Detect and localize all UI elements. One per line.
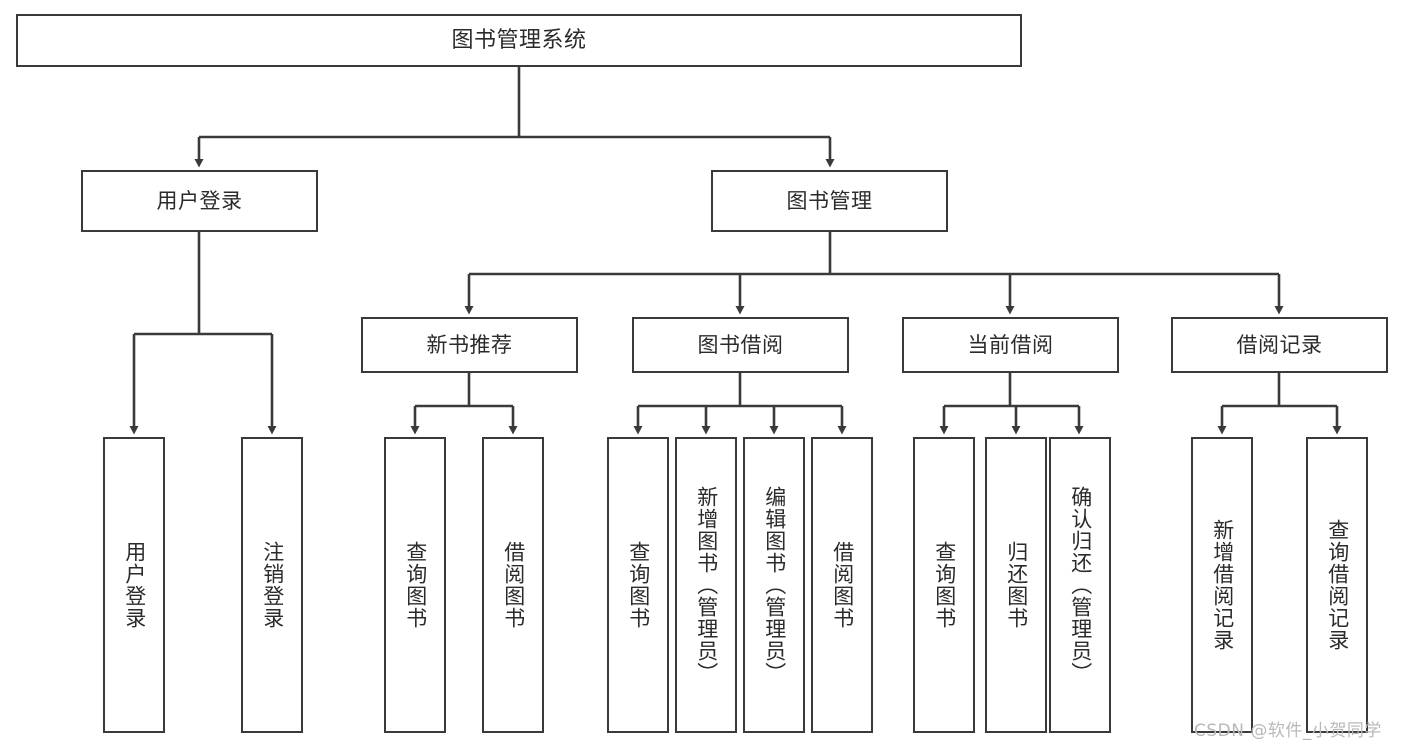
node-label: 借阅记录 (1236, 332, 1323, 357)
node-label: 确认归还（管理员） (1068, 486, 1093, 684)
node-label: 借阅图书 (501, 541, 526, 629)
node-label: 查询图书 (403, 541, 428, 629)
node-label: 查询图书 (932, 541, 957, 629)
leaf-return-book[interactable]: 归还图书 (985, 437, 1047, 733)
node-root-system[interactable]: 图书管理系统 (16, 14, 1022, 67)
node-label: 图书管理 (786, 188, 873, 213)
node-book-management[interactable]: 图书管理 (711, 170, 948, 232)
node-label: 用户登录 (156, 188, 243, 213)
csdn-watermark: CSDN @软件_小贺同学 (1194, 721, 1382, 741)
leaf-user-login[interactable]: 用户登录 (103, 437, 165, 733)
leaf-edit-book[interactable]: 编辑图书（管理员） (743, 437, 805, 733)
leaf-confirm-return[interactable]: 确认归还（管理员） (1049, 437, 1111, 733)
leaf-add-borrow-record[interactable]: 新增借阅记录 (1191, 437, 1253, 733)
leaf-query-book-2[interactable]: 查询图书 (607, 437, 669, 733)
node-label: 归还图书 (1004, 541, 1029, 629)
node-label: 用户登录 (122, 541, 147, 629)
leaf-query-book-1[interactable]: 查询图书 (384, 437, 446, 733)
node-label: 查询借阅记录 (1325, 519, 1350, 651)
leaf-query-book-3[interactable]: 查询图书 (913, 437, 975, 733)
node-label: 图书管理系统 (451, 27, 587, 53)
leaf-logout-login[interactable]: 注销登录 (241, 437, 303, 733)
node-label: 图书借阅 (697, 332, 784, 357)
node-label: 新增图书（管理员） (694, 486, 719, 684)
node-label: 新增借阅记录 (1210, 519, 1235, 651)
node-label: 新书推荐 (426, 332, 513, 357)
leaf-borrow-book-2[interactable]: 借阅图书 (811, 437, 873, 733)
node-label: 注销登录 (260, 541, 285, 629)
leaf-add-book[interactable]: 新增图书（管理员） (675, 437, 737, 733)
node-new-book-recommend[interactable]: 新书推荐 (361, 317, 578, 373)
node-label: 查询图书 (626, 541, 651, 629)
node-borrow-record[interactable]: 借阅记录 (1171, 317, 1388, 373)
node-user-login[interactable]: 用户登录 (81, 170, 318, 232)
leaf-borrow-book-1[interactable]: 借阅图书 (482, 437, 544, 733)
node-label: 借阅图书 (830, 541, 855, 629)
node-book-borrow[interactable]: 图书借阅 (632, 317, 849, 373)
node-label: 当前借阅 (967, 332, 1054, 357)
leaf-query-borrow-record[interactable]: 查询借阅记录 (1306, 437, 1368, 733)
node-label: 编辑图书（管理员） (762, 486, 787, 684)
node-current-borrow[interactable]: 当前借阅 (902, 317, 1119, 373)
